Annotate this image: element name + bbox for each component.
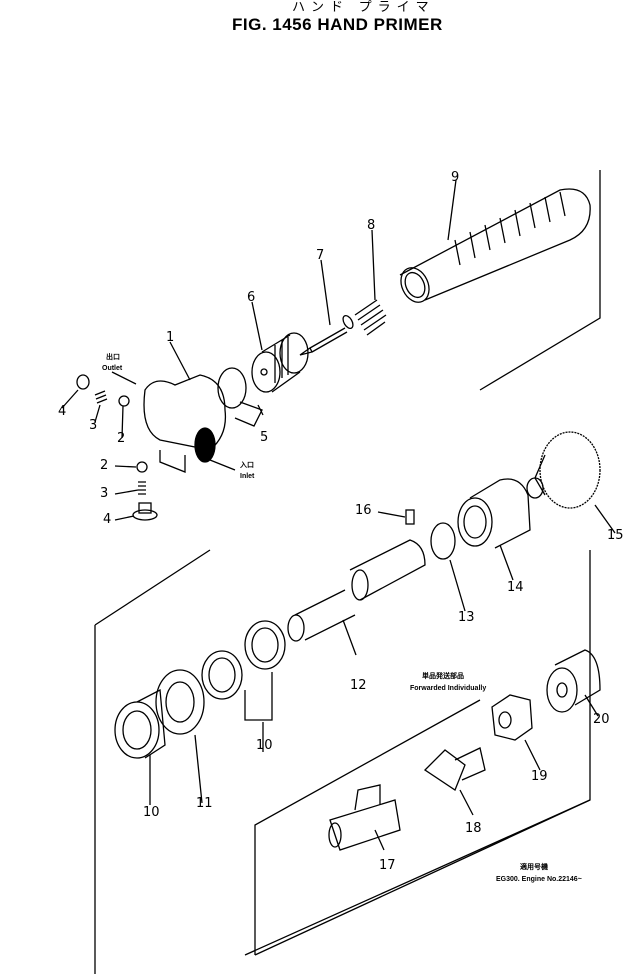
callout-10-upper: 10 <box>256 738 273 753</box>
frame-line-upper <box>479 170 601 391</box>
part-11-washer <box>155 669 205 735</box>
callout-2-upper: 2 <box>117 431 126 446</box>
part-4-plug <box>76 374 90 390</box>
applicable-label-jp: 適用号機 <box>520 864 548 871</box>
callout-17: 17 <box>379 858 396 873</box>
part-3-spring <box>138 481 146 495</box>
callout-11: 11 <box>196 796 213 811</box>
callout-15: 15 <box>607 528 624 543</box>
part-10-nut-lower <box>114 688 166 759</box>
callout-2-lower: 2 <box>100 458 109 473</box>
applicable-label: EG300. Engine No.22146~ <box>496 876 582 883</box>
part-20-cap <box>546 649 601 713</box>
frame-line-lower <box>94 549 591 974</box>
inlet-label-jp: 入口 <box>240 462 254 469</box>
part-13-ring <box>430 522 456 560</box>
callout-6: 6 <box>247 290 256 305</box>
part-3-spring <box>94 390 108 404</box>
part-9-tube <box>399 188 591 303</box>
part-4-plug <box>132 509 158 521</box>
part-1-body <box>143 374 227 473</box>
callout-12: 12 <box>350 678 367 693</box>
outlet-label: Outlet <box>102 365 123 372</box>
part-8-spring <box>354 299 387 336</box>
callout-7: 7 <box>316 248 325 263</box>
callout-10-lower: 10 <box>143 805 160 820</box>
part-19-nut <box>491 694 533 741</box>
part-15-knob <box>526 431 601 509</box>
callout-9: 9 <box>451 170 460 185</box>
callout-8: 8 <box>367 218 376 233</box>
callout-19: 19 <box>531 769 548 784</box>
callout-18: 18 <box>465 821 482 836</box>
part-6-piston <box>251 332 309 393</box>
outlet-label-jp: 出口 <box>106 354 120 361</box>
part-2-ball <box>136 461 148 473</box>
part-17-tee <box>328 784 401 851</box>
forwarded-label: Forwarded Individually <box>410 685 487 692</box>
part-2-ball <box>118 395 130 407</box>
callout-3-upper: 3 <box>89 418 98 433</box>
callout-16: 16 <box>355 503 372 518</box>
callout-4-upper: 4 <box>58 404 67 419</box>
part-18-elbow <box>423 747 486 791</box>
forwarded-label-jp: 単品発送部品 <box>422 673 464 680</box>
callout-3-lower: 3 <box>100 486 109 501</box>
page-title: FIG. 1456 HAND PRIMER <box>232 15 443 34</box>
part-10-nut <box>201 620 286 721</box>
title-japanese: ハンド プライマ <box>292 0 435 14</box>
part-7-pin <box>299 327 348 356</box>
callout-1: 1 <box>166 330 175 345</box>
leader-lines <box>61 179 616 851</box>
inlet-label: Inlet <box>240 473 255 480</box>
part-14-nut <box>457 478 531 549</box>
part-12-shaft <box>287 539 426 642</box>
forwarded-box <box>254 699 591 956</box>
part-16-pin <box>405 509 415 525</box>
callout-13: 13 <box>458 610 475 625</box>
callout-14: 14 <box>507 580 524 595</box>
callout-20: 20 <box>593 712 610 727</box>
part-5-oring <box>217 367 247 409</box>
callout-5: 5 <box>260 430 269 445</box>
callout-4-lower: 4 <box>103 512 112 527</box>
